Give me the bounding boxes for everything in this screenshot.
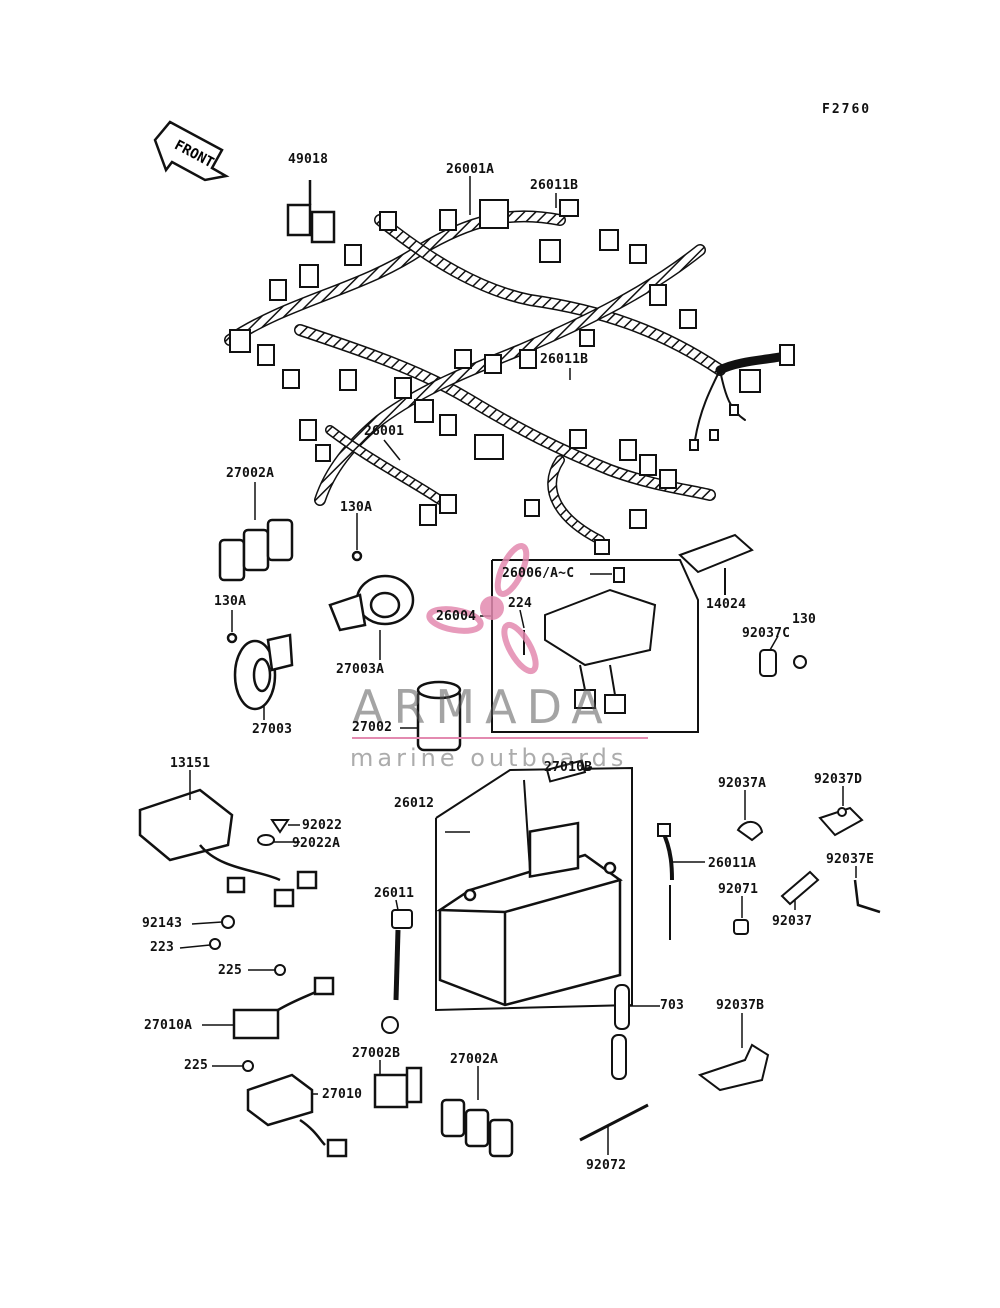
- part-label-49018: 49018: [288, 152, 329, 167]
- part-label-92037B: 92037B: [716, 998, 765, 1013]
- watermark-brand: ARMADA: [352, 680, 613, 734]
- part-label-130: 130: [792, 612, 817, 627]
- part-label-27010B: 27010B: [544, 760, 593, 775]
- part-label-92072: 92072: [586, 1158, 627, 1173]
- part-label-92037C: 92037C: [742, 626, 791, 641]
- part-label-27002B: 27002B: [352, 1046, 401, 1061]
- part-label-26006: 26006/A~C: [502, 566, 575, 581]
- part-label-225-top: 225: [218, 963, 243, 978]
- part-label-26001A: 26001A: [446, 162, 495, 177]
- label-card-14024-icon: [678, 533, 754, 595]
- figure-number: F2760: [822, 102, 872, 117]
- part-label-223: 223: [150, 940, 175, 955]
- bolts-icon: [209, 915, 286, 1072]
- part-label-92037D: 92037D: [814, 772, 863, 787]
- front-arrow-icon: FRONT: [153, 120, 230, 182]
- watermark-tagline: marine outboards: [350, 744, 628, 772]
- switch-13151-icon: [138, 788, 318, 908]
- grommet-92071-icon: [733, 919, 749, 935]
- part-label-92071: 92071: [718, 882, 759, 897]
- part-label-26012: 26012: [394, 796, 435, 811]
- part-label-130A-top: 130A: [340, 500, 373, 515]
- part-label-27002: 27002: [352, 720, 393, 735]
- tube-703-icon: [611, 984, 630, 1080]
- leader-lines: [179, 176, 857, 1155]
- part-label-130A-left: 130A: [214, 594, 247, 609]
- part-label-27003A: 27003A: [336, 662, 385, 677]
- clamp-92037C-icon: [759, 649, 807, 677]
- part-label-92022A: 92022A: [292, 836, 341, 851]
- part-label-27010: 27010: [322, 1087, 363, 1102]
- part-label-26011: 26011: [374, 886, 415, 901]
- cable-tie-92072-icon: [579, 1103, 649, 1142]
- clamp-92037A-icon: [736, 821, 764, 842]
- hook-92037E-icon: [853, 879, 881, 914]
- part-label-224: 224: [508, 596, 533, 611]
- part-label-26011B-top: 26011B: [530, 178, 579, 193]
- bracket-92037B-icon: [697, 1043, 770, 1092]
- horn-27003-icon: [226, 632, 294, 711]
- part-label-703: 703: [660, 998, 685, 1013]
- part-label-27002A-bottom: 27002A: [450, 1052, 499, 1067]
- relay-27002A-top-icon: [218, 518, 294, 582]
- part-label-14024: 14024: [706, 597, 747, 612]
- relay-27002B-icon: [373, 1066, 423, 1109]
- main-harness-26001: [224, 210, 795, 545]
- regulator-27010A-icon: [232, 976, 335, 1040]
- part-label-26011B-mid: 26011B: [540, 352, 589, 367]
- horn-27003A-icon: [328, 550, 415, 632]
- cable-26011A-icon: [657, 823, 674, 940]
- grommet-92022-icon: [257, 819, 290, 846]
- part-label-225-bottom: 225: [184, 1058, 209, 1073]
- part-label-92143: 92143: [142, 916, 183, 931]
- battery-icon: [436, 821, 623, 1007]
- fuse-box-26004-icon: [491, 559, 699, 733]
- strap-92037-icon: [780, 870, 820, 906]
- part-label-26011A: 26011A: [708, 856, 757, 871]
- relay-49018-icon: [286, 180, 336, 244]
- relay-27002A-bottom-icon: [440, 1098, 514, 1158]
- armada-logo-icon: [426, 543, 539, 675]
- harness-connectors: [229, 199, 795, 555]
- part-label-26001: 26001: [364, 424, 405, 439]
- part-label-27002A-top: 27002A: [226, 466, 275, 481]
- part-label-26004: 26004: [436, 609, 477, 624]
- bracket-92037D-icon: [818, 806, 864, 837]
- relay-27002-icon: [416, 680, 462, 752]
- part-label-92037: 92037: [772, 914, 813, 929]
- part-label-13151: 13151: [170, 756, 211, 771]
- part-label-27010A: 27010A: [144, 1018, 193, 1033]
- unit-27010-icon: [246, 1073, 348, 1158]
- part-label-92037E: 92037E: [826, 852, 875, 867]
- cable-26011-icon: [381, 909, 413, 1034]
- fuse-holder-27010B-icon: [523, 759, 587, 871]
- part-label-92037A: 92037A: [718, 776, 767, 791]
- part-label-27003: 27003: [252, 722, 293, 737]
- part-label-92022: 92022: [302, 818, 343, 833]
